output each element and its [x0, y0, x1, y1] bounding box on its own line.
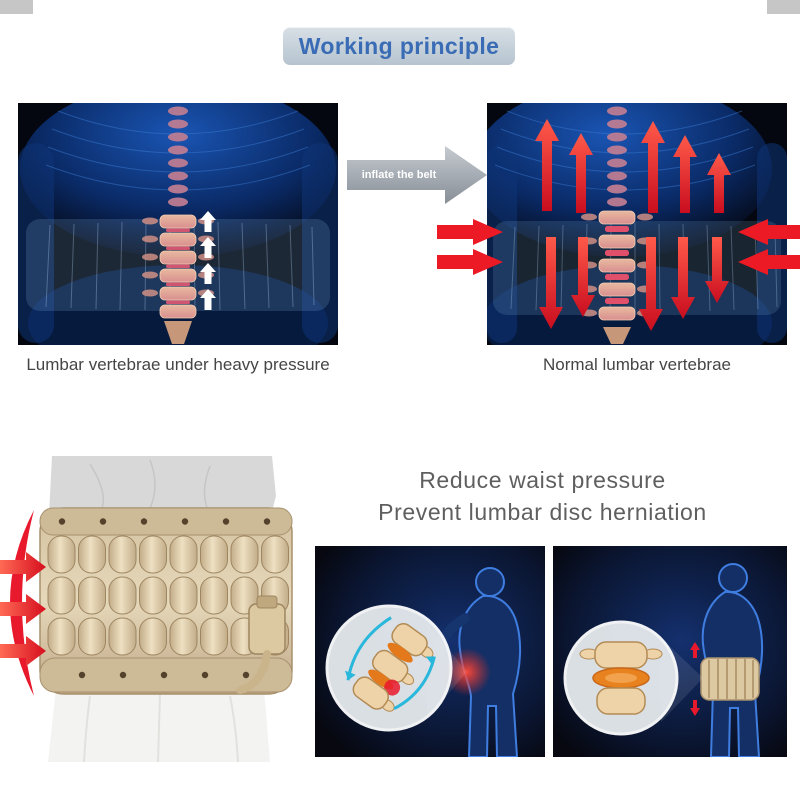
- caption-right: Normal lumbar vertebrae: [542, 355, 731, 374]
- disc-zoom-illustration: [315, 546, 545, 757]
- mini-red-arrows-icon: [690, 642, 700, 716]
- compression-arrows-icon: [200, 211, 216, 310]
- cropped-image-fragment-left: [0, 0, 33, 14]
- caption-left: Lumbar vertebrae under heavy pressure: [26, 355, 330, 374]
- inflatable-belt: [39, 507, 293, 695]
- decompression-down-arrows-icon: [539, 237, 729, 331]
- header-banner: Working principle: [283, 27, 515, 65]
- arm-left: [18, 143, 54, 343]
- vertebrae-chain: [345, 616, 436, 712]
- spine-zoom-circle: [563, 620, 679, 736]
- inflation-valve: [236, 595, 286, 694]
- cropped-image-fragment-right: [767, 0, 800, 14]
- right-arrow-icon: [347, 146, 487, 204]
- arm-right: [302, 143, 338, 343]
- sacrum: [603, 327, 631, 344]
- belt-zoom-illustration: [553, 546, 787, 757]
- pants: [48, 688, 270, 762]
- red-inward-arrows-icon: [738, 219, 800, 275]
- inward-arrows-left: [437, 219, 505, 275]
- detail-panel-disc: [315, 546, 545, 757]
- decompression-up-arrows-icon: [535, 119, 731, 213]
- arm-right: [757, 143, 787, 343]
- benefit-line-1: Reduce waist pressure: [419, 467, 666, 493]
- detail-panel-belt: [553, 546, 787, 757]
- thoracic-spine: [168, 106, 188, 207]
- thoracic-spine: [607, 106, 627, 207]
- belt-glow-band: [493, 221, 781, 315]
- page-title: Working principle: [298, 32, 500, 59]
- compressed-spine-xray: [18, 103, 338, 345]
- belt-photo: [0, 456, 312, 762]
- pain-glow: [443, 648, 491, 696]
- belt-on-waist-illustration: [0, 456, 312, 762]
- vertebrae-front-view: [579, 641, 663, 715]
- red-right-arrows-icon: [0, 552, 46, 666]
- herniation-spot: [384, 679, 401, 696]
- red-inward-arrows-icon: [437, 219, 503, 275]
- inflate-arrow-label: inflate the belt: [361, 169, 437, 181]
- belt-on-silhouette: [690, 642, 760, 716]
- spine-zoom-circle: [325, 604, 453, 732]
- inward-arrows-right: [736, 219, 800, 275]
- sacrum: [164, 321, 192, 344]
- xray-left-image: [18, 103, 338, 345]
- xray-right-image: [487, 103, 787, 345]
- benefit-line-2: Prevent lumbar disc herniation: [378, 499, 707, 525]
- inflate-arrow: inflate the belt: [347, 144, 489, 206]
- arm-left: [487, 143, 517, 343]
- snap-buttons: [58, 518, 271, 679]
- decompressed-spine-xray: [487, 103, 787, 345]
